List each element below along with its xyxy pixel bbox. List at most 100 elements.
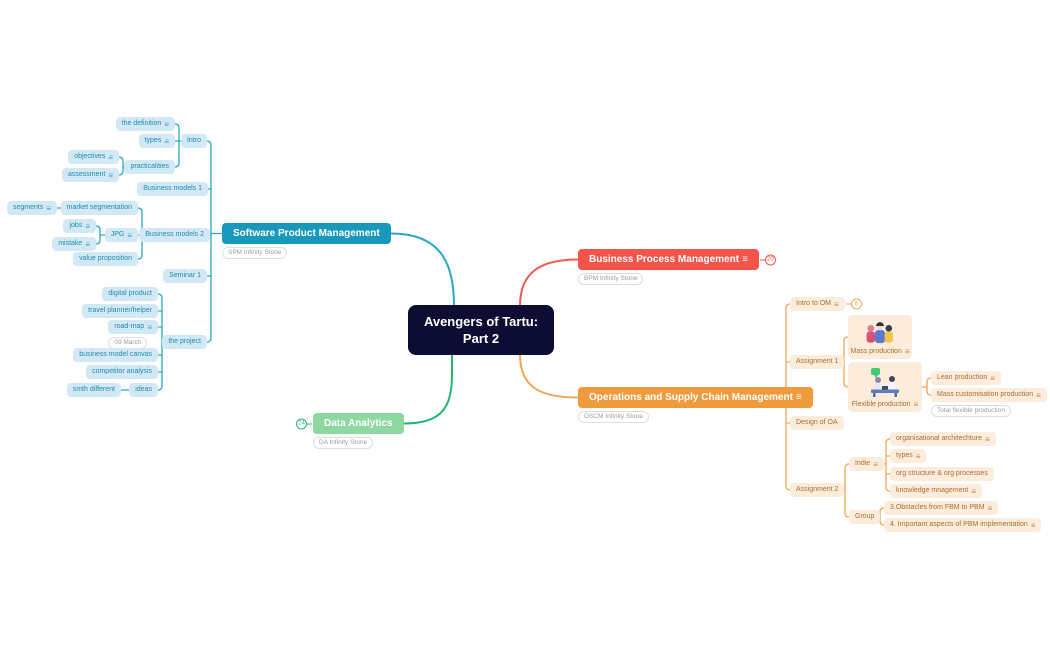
topic-label: Intro xyxy=(186,137,201,144)
topic-assignment-2[interactable]: Assignment 2 xyxy=(790,483,845,497)
topic-types-oscm[interactable]: types≡ xyxy=(890,449,927,463)
topic-label: types xyxy=(144,137,162,144)
topic-travel-planner-helper[interactable]: travel planner/helper xyxy=(82,304,158,318)
topic-label: market segmentation xyxy=(66,204,132,211)
topic-jobs[interactable]: jobs≡ xyxy=(63,219,96,233)
topic-label: travel planner/helper xyxy=(88,307,152,314)
topic-seminar-1[interactable]: Seminar 1 xyxy=(163,269,207,283)
topic-competitor-analysis[interactable]: competitor analysis xyxy=(86,365,158,379)
topic-objectives[interactable]: objectives≡ xyxy=(68,150,119,164)
topic-label: Seminar 1 xyxy=(169,272,201,279)
topic-lean-production[interactable]: Lean production≡ xyxy=(931,371,1001,385)
connector xyxy=(885,438,891,492)
notes-icon: ≡ xyxy=(1036,390,1041,400)
notes-icon: ≡ xyxy=(127,230,132,240)
topic-label: types xyxy=(896,452,913,459)
central-topic[interactable]: Avengers of Tartu: Part 2 xyxy=(408,305,554,355)
topic-mass-production[interactable]: Mass production≡ xyxy=(848,315,912,359)
collapse-badge[interactable]: 6 xyxy=(845,298,862,310)
topic-label: Business Process Management xyxy=(589,254,740,265)
topic-business-model-canvas[interactable]: business model canvas xyxy=(73,348,158,362)
topic-group[interactable]: Group xyxy=(849,510,881,524)
topic-important-aspects-pbm[interactable]: 4. Important aspects of PBM implementati… xyxy=(884,518,1042,532)
topic-business-models-2[interactable]: Business models 2 xyxy=(139,228,210,242)
topic-organisational-architechture[interactable]: organisational architechture≡ xyxy=(890,432,996,446)
topic-label: ideas xyxy=(135,386,152,393)
topic-label: Assignment 2 xyxy=(796,486,839,493)
topic-note-label: BPM Infinity Stone xyxy=(578,273,644,285)
topic-assignment-1[interactable]: Assignment 1 xyxy=(790,355,845,369)
notes-icon: ≡ xyxy=(1030,520,1036,530)
topic-digital-product[interactable]: digital product xyxy=(102,287,158,301)
topic-jpg[interactable]: JPG≡ xyxy=(104,228,138,242)
topic-assessment[interactable]: assessment≡ xyxy=(61,168,119,182)
topic-intro[interactable]: Intro xyxy=(180,134,207,148)
people-illustration xyxy=(861,318,899,346)
topic-the-definition[interactable]: the definition≡ xyxy=(115,117,175,131)
topic-market-segmentation[interactable]: market segmentation xyxy=(60,201,138,215)
topic-mistake[interactable]: mistake≡ xyxy=(52,237,96,251)
topic-types-spm[interactable]: types≡ xyxy=(138,134,175,148)
topic-the-project[interactable]: the project xyxy=(162,335,207,349)
topic-label: org structure & org processes xyxy=(896,470,988,477)
topic-label: Software Product Management xyxy=(233,228,380,239)
topic-label: Assignment 1 xyxy=(796,358,839,365)
topic-intro-to-om[interactable]: Intro to OM≡6 xyxy=(790,297,862,311)
topic-road-map[interactable]: road-map≡09 March xyxy=(108,320,158,349)
topic-flexible-production[interactable]: Flexible production≡ xyxy=(848,362,922,412)
topic-note-label: OSCM Infinity Stone xyxy=(578,411,649,423)
topic-label: jobs xyxy=(69,222,83,229)
collapse-badge[interactable]: 20 xyxy=(759,254,776,265)
topic-label: Flexible production xyxy=(851,401,911,408)
notes-icon: ≡ xyxy=(987,503,993,513)
topic-label: objectives xyxy=(74,153,106,160)
topic-practicalities[interactable]: practicalities xyxy=(124,160,175,174)
topic-ideas[interactable]: ideas xyxy=(129,383,158,397)
topic-label: organisational architechture xyxy=(896,435,982,442)
notes-icon: ≡ xyxy=(85,221,90,231)
topic-mass-customisation-production[interactable]: Mass customisation production≡Total flex… xyxy=(931,388,1047,417)
topic-knowledge-mnagement[interactable]: knowledge mnagement≡ xyxy=(890,484,983,498)
notes-icon: ≡ xyxy=(915,451,921,461)
central-topic-line2: Part 2 xyxy=(462,331,500,346)
topic-smth-different[interactable]: smth different xyxy=(66,383,121,397)
topic-label: smth different xyxy=(72,386,115,393)
desk-illustration xyxy=(865,365,905,399)
topic-label: Mass production xyxy=(850,348,902,355)
notes-icon: ≡ xyxy=(834,299,839,309)
topic-value-proposition[interactable]: value proposition xyxy=(73,252,138,266)
topic-label: value proposition xyxy=(79,255,132,262)
topic-label: business model canvas xyxy=(79,351,152,358)
notes-icon: ≡ xyxy=(795,392,802,403)
topic-obstacles-fbm-pbm[interactable]: 3.Obstacles from FBM to PBM≡ xyxy=(884,501,999,515)
topic-label: 4. Important aspects of PBM implementati… xyxy=(890,521,1028,528)
topic-label: practicalities xyxy=(130,163,169,170)
topic-business-models-1[interactable]: Business models 1 xyxy=(137,182,208,196)
topic-label: segments xyxy=(12,204,44,211)
notes-icon: ≡ xyxy=(85,239,90,249)
topic-label: Operations and Supply Chain Management xyxy=(589,392,793,403)
connector xyxy=(403,353,454,425)
topic-label: Lean production xyxy=(937,374,988,381)
connector xyxy=(844,463,850,518)
topic-oscm[interactable]: Operations and Supply Chain Management≡ O… xyxy=(578,387,813,423)
collapse-badge[interactable]: 24 xyxy=(296,418,312,429)
notes-icon: ≡ xyxy=(990,373,995,383)
topic-design-of-oa[interactable]: Design of OA xyxy=(790,416,844,430)
notes-icon: ≡ xyxy=(904,347,910,356)
topic-org-structure-org-processes[interactable]: org structure & org processes xyxy=(890,467,994,481)
connector xyxy=(95,225,101,245)
notes-icon: ≡ xyxy=(164,119,169,129)
topic-label: Group xyxy=(855,513,875,520)
topic-label: 3.Obstacles from FBM to PBM xyxy=(890,504,985,511)
topic-label: the definition xyxy=(121,120,162,127)
topic-segments[interactable]: segments≡ xyxy=(6,201,57,215)
topic-indie[interactable]: Indie≡ xyxy=(849,457,884,471)
topic-label: Mass customisation production xyxy=(937,391,1034,398)
connector xyxy=(118,156,124,176)
topic-note-label: SPM Infinity Stone xyxy=(222,247,288,259)
notes-icon: ≡ xyxy=(742,254,748,265)
